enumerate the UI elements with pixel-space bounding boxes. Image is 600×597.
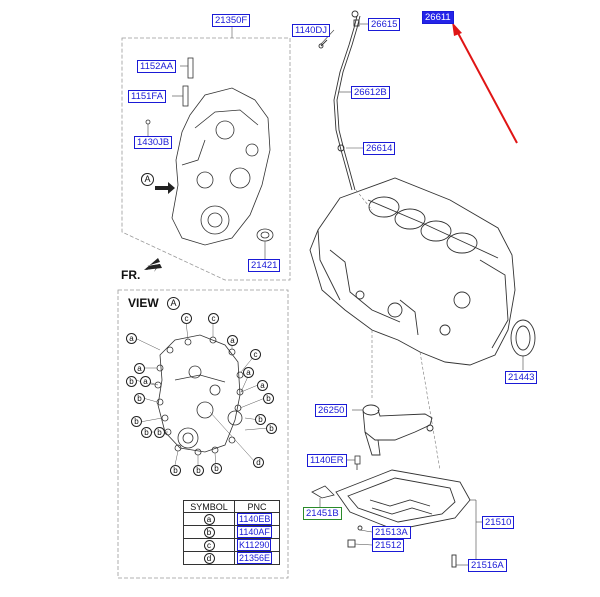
legend-pnc[interactable]: 1140EB bbox=[237, 513, 273, 525]
highlight-arrow bbox=[452, 22, 518, 144]
label-26611[interactable]: 26611 bbox=[422, 11, 454, 24]
callout-a: a bbox=[243, 367, 254, 378]
label-1151FA[interactable]: 1151FA bbox=[128, 90, 167, 103]
view-arrow bbox=[155, 182, 175, 194]
view-a-title-letter: A bbox=[167, 297, 180, 310]
callout-b: b bbox=[170, 465, 181, 476]
engine-block-drawing bbox=[309, 177, 536, 366]
callout-a: a bbox=[140, 376, 151, 387]
view-a-leaders bbox=[134, 321, 269, 470]
view-title-text: VIEW bbox=[128, 296, 159, 310]
label-21516A[interactable]: 21516A bbox=[468, 559, 507, 572]
callout-a: a bbox=[134, 363, 145, 374]
callout-a: a bbox=[126, 333, 137, 344]
legend-symbol: d bbox=[203, 552, 215, 564]
legend-row: d 21356E bbox=[183, 551, 280, 565]
callout-a: a bbox=[257, 380, 268, 391]
view-a-cover-drawing bbox=[154, 334, 244, 456]
callout-b: b bbox=[266, 423, 277, 434]
symbol-pnc-legend: SYMBOL PNC a 1140EB b 1140AF c K11290 d … bbox=[183, 500, 280, 565]
label-1430JB[interactable]: 1430JB bbox=[134, 136, 173, 149]
view-a-frame bbox=[117, 289, 289, 579]
view-a-title: VIEW bbox=[128, 296, 159, 310]
legend-symbol: a bbox=[203, 513, 215, 525]
legend-header-symbol: SYMBOL bbox=[183, 500, 235, 513]
callout-c: c bbox=[250, 349, 261, 360]
callout-b: b bbox=[193, 465, 204, 476]
gasket-drawing bbox=[311, 485, 335, 499]
label-21512[interactable]: 21512 bbox=[372, 539, 405, 552]
front-text: FR. bbox=[121, 268, 141, 282]
label-26614[interactable]: 26614 bbox=[363, 142, 396, 155]
legend-symbol: b bbox=[203, 526, 215, 538]
label-21421[interactable]: 21421 bbox=[248, 259, 281, 272]
arrow-a-letter: A bbox=[141, 173, 154, 186]
callout-b: b bbox=[126, 376, 137, 387]
legend-row: a 1140EB bbox=[183, 512, 280, 526]
timing-cover-drawing bbox=[145, 57, 274, 246]
oil-screen-drawing bbox=[362, 404, 434, 456]
callout-b: b bbox=[141, 427, 152, 438]
legend-pnc[interactable]: 21356E bbox=[237, 552, 273, 564]
dipstick-drawing bbox=[318, 10, 361, 191]
callout-b: b bbox=[263, 393, 274, 404]
label-21451B[interactable]: 21451B bbox=[303, 507, 342, 520]
label-21350F[interactable]: 21350F bbox=[212, 14, 251, 27]
callout-b: b bbox=[255, 414, 266, 425]
label-21513A[interactable]: 21513A bbox=[372, 526, 411, 539]
callout-c: c bbox=[208, 313, 219, 324]
callout-c: c bbox=[181, 313, 192, 324]
label-21510[interactable]: 21510 bbox=[482, 516, 515, 529]
legend-pnc[interactable]: K11290 bbox=[237, 539, 272, 551]
legend-header-pnc: PNC bbox=[234, 500, 280, 513]
callout-b: b bbox=[211, 463, 222, 474]
callout-b: b bbox=[134, 393, 145, 404]
label-26250[interactable]: 26250 bbox=[315, 404, 348, 417]
callout-b: b bbox=[154, 427, 165, 438]
label-1152AA[interactable]: 1152AA bbox=[137, 60, 177, 73]
legend-row: b 1140AF bbox=[183, 525, 280, 539]
label-1140DJ[interactable]: 1140DJ bbox=[292, 24, 331, 37]
oil-pan-drawing bbox=[335, 469, 471, 568]
callout-b: b bbox=[131, 416, 142, 427]
legend-row: c K11290 bbox=[183, 538, 280, 552]
label-1140ER[interactable]: 1140ER bbox=[307, 454, 347, 467]
bolt-drawing bbox=[354, 455, 361, 470]
callout-a: a bbox=[227, 335, 238, 346]
label-26612B[interactable]: 26612B bbox=[351, 86, 390, 99]
label-26615[interactable]: 26615 bbox=[368, 18, 401, 31]
timing-cover-group-frame bbox=[121, 37, 291, 281]
legend-symbol: c bbox=[203, 539, 215, 551]
callout-d: d bbox=[253, 457, 264, 468]
label-21443[interactable]: 21443 bbox=[505, 371, 538, 384]
legend-pnc[interactable]: 1140AF bbox=[237, 526, 272, 538]
